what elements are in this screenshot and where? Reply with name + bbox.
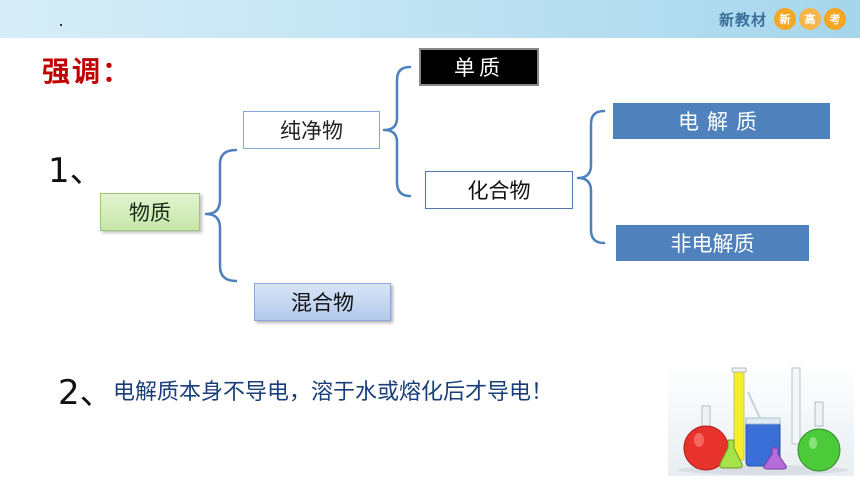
node-electrolyte: 电解质 (613, 103, 830, 139)
brand-text: 新教材 (718, 10, 767, 29)
node-pure-substance: 纯净物 (243, 111, 380, 149)
point-2-number: 2、 (58, 373, 114, 413)
lab-glassware-image (668, 362, 854, 476)
brand-badge-1: 新 (774, 8, 796, 30)
brand-badge-3: 考 (824, 8, 846, 30)
node-compound: 化合物 (425, 171, 573, 209)
node-matter: 物质 (100, 193, 200, 231)
point-1-number: 1、 (48, 151, 104, 191)
node-element: 单质 (419, 48, 539, 86)
header-bar: 新教材 新 高 考 (0, 0, 860, 38)
bracket-compound (576, 109, 606, 245)
brand-badge-2: 高 (799, 8, 821, 30)
bracket-root (204, 148, 238, 283)
header-dot (60, 24, 62, 26)
brand-logo: 新教材 新 高 考 (719, 7, 846, 31)
slide-title: 强调： (42, 55, 133, 88)
node-mixture: 混合物 (254, 283, 391, 321)
point-2-statement: 电解质本身不导电，溶于水或熔化后才导电！ (113, 380, 554, 405)
node-nonelectrolyte: 非电解质 (616, 225, 809, 261)
bracket-pure (382, 65, 412, 198)
